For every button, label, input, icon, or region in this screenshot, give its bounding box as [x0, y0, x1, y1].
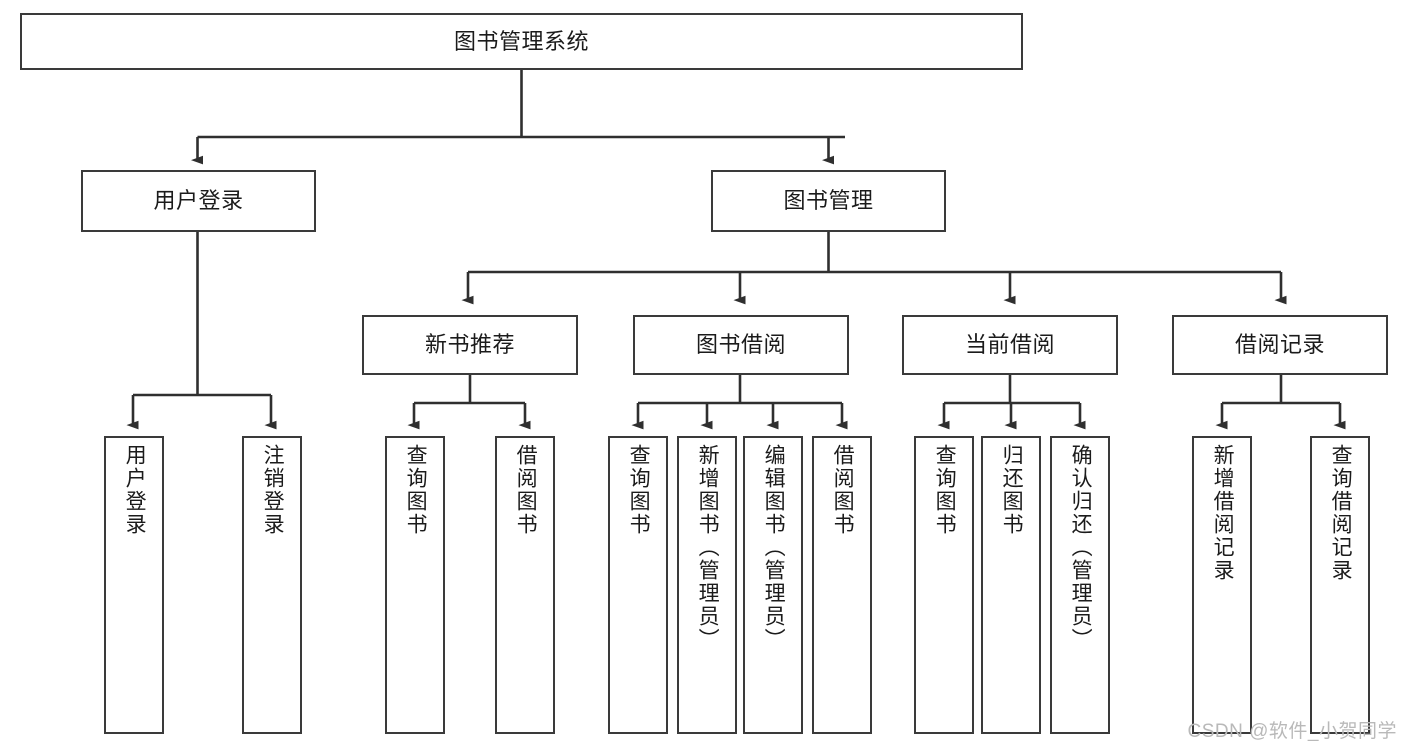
node-root-system[interactable]: 图书管理系统	[20, 13, 1023, 70]
leaf-recommend-query-book[interactable]: 查询图书	[385, 436, 445, 734]
node-label: 编辑图书（管理员）	[762, 444, 786, 651]
leaf-recommend-borrow-book[interactable]: 借阅图书	[495, 436, 555, 734]
node-label: 确认归还（管理员）	[1069, 444, 1093, 651]
node-user-login[interactable]: 用户登录	[81, 170, 316, 232]
leaf-user-login[interactable]: 用户登录	[104, 436, 164, 734]
node-new-book-recommend[interactable]: 新书推荐	[362, 315, 578, 375]
leaf-borrow-query-book[interactable]: 查询图书	[608, 436, 668, 734]
leaf-record-query-record[interactable]: 查询借阅记录	[1310, 436, 1370, 734]
node-label: 用户登录	[153, 188, 244, 214]
node-label: 新增图书（管理员）	[696, 444, 720, 651]
node-label: 查询图书	[404, 444, 428, 536]
leaf-borrow-edit-book-admin[interactable]: 编辑图书（管理员）	[743, 436, 803, 734]
node-label: 归还图书	[1000, 444, 1024, 536]
leaf-current-confirm-return-admin[interactable]: 确认归还（管理员）	[1050, 436, 1110, 734]
node-current-borrow[interactable]: 当前借阅	[902, 315, 1118, 375]
node-label: 借阅图书	[831, 444, 855, 536]
node-borrow-record[interactable]: 借阅记录	[1172, 315, 1388, 375]
leaf-current-query-book[interactable]: 查询图书	[914, 436, 974, 734]
node-label: 借阅图书	[514, 444, 538, 536]
node-label: 图书管理	[783, 188, 874, 214]
node-label: 图书借阅	[695, 332, 786, 358]
leaf-logout[interactable]: 注销登录	[242, 436, 302, 734]
node-label: 查询图书	[933, 444, 957, 536]
node-label: 当前借阅	[964, 332, 1055, 358]
node-label: 查询图书	[627, 444, 651, 536]
node-book-management[interactable]: 图书管理	[711, 170, 946, 232]
watermark-text: CSDN @软件_小贺同学	[1187, 721, 1397, 742]
node-label: 用户登录	[123, 444, 147, 536]
leaf-borrow-borrow-book[interactable]: 借阅图书	[812, 436, 872, 734]
node-label: 借阅记录	[1234, 332, 1325, 358]
leaf-current-return-book[interactable]: 归还图书	[981, 436, 1041, 734]
node-label: 查询借阅记录	[1329, 444, 1353, 582]
node-label: 注销登录	[261, 444, 285, 536]
node-label: 新书推荐	[424, 332, 515, 358]
node-label: 图书管理系统	[453, 28, 589, 54]
leaf-borrow-add-book-admin[interactable]: 新增图书（管理员）	[677, 436, 737, 734]
node-label: 新增借阅记录	[1211, 444, 1235, 582]
node-book-borrow[interactable]: 图书借阅	[633, 315, 849, 375]
leaf-record-add-record[interactable]: 新增借阅记录	[1192, 436, 1252, 734]
